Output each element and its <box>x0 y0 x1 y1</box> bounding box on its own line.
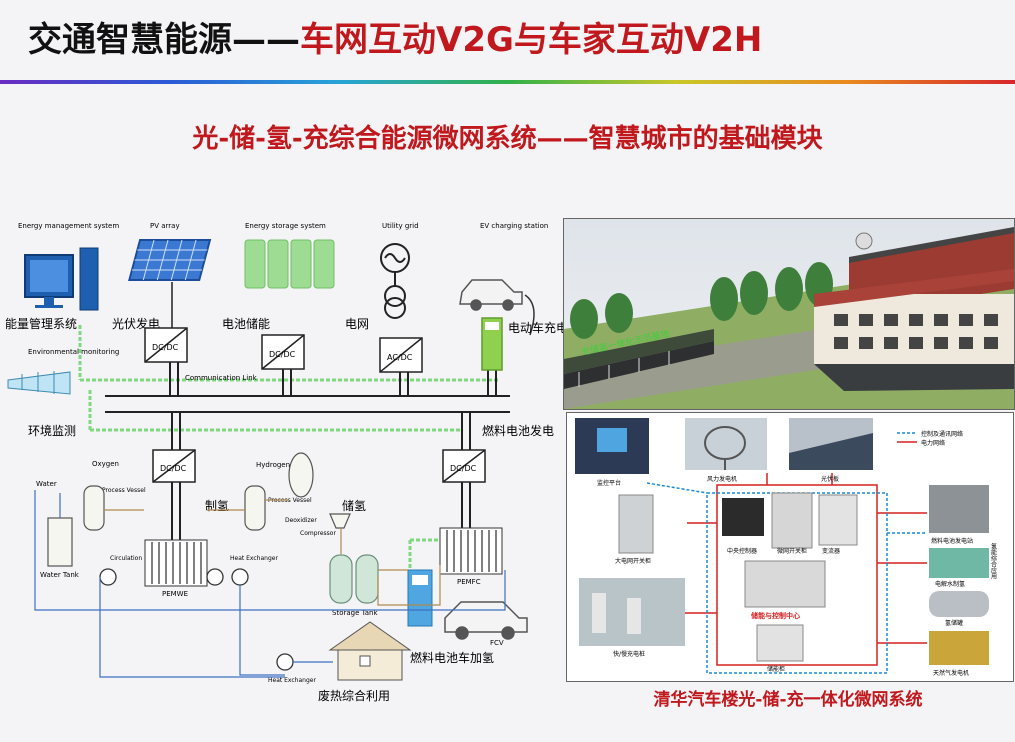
process-vessel-1 <box>83 485 105 531</box>
legend-power: 电力网络 <box>921 439 945 447</box>
storage-label: Storage Tank <box>332 609 378 617</box>
grid-transformer-icon <box>380 243 410 319</box>
process2-label: Process Vessel <box>268 497 312 504</box>
building <box>814 227 1014 391</box>
grid-cabinet-photo <box>618 494 654 554</box>
electro-label: 电解水制氢 <box>935 580 965 588</box>
rainbow-divider <box>0 80 1015 84</box>
gas-gen-photo <box>929 631 989 665</box>
water-label: Water <box>36 480 57 488</box>
fc-gen-label: 燃料电池发电站 <box>931 537 973 545</box>
gas-pipes <box>104 499 441 606</box>
legend-comm: 控制及通讯网络 <box>921 430 963 438</box>
env-label: Environmental monitoring <box>28 348 119 356</box>
ems-label: Energy management system <box>18 222 119 230</box>
h2make-cn-label: 制氢 <box>205 498 229 513</box>
monitor-photo <box>575 418 649 474</box>
pemwe-converter-label: DC/DC <box>160 464 187 473</box>
collage-caption: 清华汽车楼光-储-充一体化微网系统 <box>653 690 923 710</box>
heat-ex2-label: Heat Exchanger <box>268 677 316 684</box>
compressor <box>329 513 351 529</box>
page-title-red: 车网互动V2G与车家互动V2H <box>300 20 763 60</box>
conv-label: 变流器 <box>822 547 840 555</box>
water-tank-label: Water Tank <box>40 571 80 579</box>
h2fuel-cn-label: 燃料电池车加氢 <box>410 650 494 665</box>
page-title: 交通智慧能源——车网互动V2G与车家互动V2H <box>28 12 762 61</box>
compressor-label: Compressor <box>300 530 336 537</box>
pv-panel-label: 光伏板 <box>821 475 839 483</box>
pemwe-stack <box>144 539 208 587</box>
heat-ex1-label: Heat Exchanger <box>230 555 278 562</box>
env-cn-label: 环境监测 <box>28 423 76 438</box>
house-icon <box>328 621 412 681</box>
fc-cn-label: 燃料电池发电 <box>482 423 554 438</box>
ev-charger-icon <box>481 317 503 371</box>
grid-cn-label: 电网 <box>345 317 369 331</box>
building-rendering-art: 光储氢一体化示范基地 <box>564 219 1014 409</box>
center-label: 储能与控制中心 <box>750 611 800 620</box>
ess-cn-label: 电池储能 <box>222 316 270 331</box>
page-subtitle: 光-储-氢-充综合能源微网系统——智慧城市的基础模块 <box>192 124 823 154</box>
pemfc-stack <box>439 527 503 575</box>
fc-station-photo <box>929 485 989 533</box>
ess-converter-label: DC/DC <box>269 350 296 359</box>
micro-label: 微网开关柜 <box>777 547 807 555</box>
grid-cab-label: 大电网开关柜 <box>615 557 651 565</box>
pv-converter-label: DC/DC <box>152 343 179 352</box>
pemfc-converter-label: DC/DC <box>450 464 477 473</box>
building-rendering: 光储氢一体化示范基地 <box>563 218 1015 410</box>
ess-label: Energy storage system <box>245 222 326 230</box>
h2-tank-label: 氢储罐 <box>945 619 963 627</box>
pv-label: PV array <box>150 222 180 230</box>
grid-converter-label: AC/DC <box>387 353 413 362</box>
storage-cabinet-photo <box>756 624 804 662</box>
ev-label: EV charging station <box>480 222 548 230</box>
computer-icon <box>24 247 99 311</box>
wind-photo <box>685 418 767 470</box>
pemwe-label: PEMWE <box>162 590 188 598</box>
grid-label: Utility grid <box>382 222 419 230</box>
center-photo <box>744 560 826 608</box>
microgrid-photo-collage: 控制及通讯网络 电力网络 监控平台 风力发电机 <box>566 412 1014 682</box>
heat-cn-label: 废热综合利用 <box>318 688 390 703</box>
fcv-label: FCV <box>490 639 504 647</box>
deoxidizer-label: Deoxidizer <box>285 517 317 524</box>
pemfc-label: PEMFC <box>457 578 481 586</box>
charger-label: 快/慢充电桩 <box>613 650 645 658</box>
microgrid-schematic: Energy management system PV array Energy… <box>5 222 565 703</box>
h2store-cn-label: 储氢 <box>342 498 366 513</box>
car-icon <box>459 279 523 311</box>
wind-label: 风力发电机 <box>707 475 737 483</box>
comm-label: Communication Link <box>185 374 258 382</box>
page-title-black: 交通智慧能源—— <box>28 20 300 60</box>
oxygen-label: Oxygen <box>92 460 119 468</box>
windsock-icon <box>7 371 71 395</box>
controller-photo <box>722 492 858 549</box>
charger-photo <box>579 578 685 646</box>
battery-icon <box>244 239 335 289</box>
circ-pump-label: Circulation Pump <box>110 555 161 562</box>
process1-label: Process Vessel <box>102 487 146 494</box>
monitor-label: 监控平台 <box>597 479 621 487</box>
side-label: 氢能综合应用 <box>990 542 997 580</box>
storage-tank-icon <box>329 554 379 604</box>
electro-photo <box>929 548 989 578</box>
h2-dispenser-icon <box>407 569 433 627</box>
ev-cn-label: 电动车充电 <box>508 320 565 335</box>
solar-panel-icon <box>128 239 212 281</box>
h2-tank-photo <box>929 591 989 617</box>
fcv-car-icon <box>444 601 528 640</box>
storage-label-photo: 储能柜 <box>767 665 785 673</box>
gas-label: 天然气发电机 <box>933 669 969 677</box>
ctrl-label: 中央控制器 <box>727 547 757 555</box>
ems-cn-label: 能量管理系统 <box>5 316 77 331</box>
water-tank <box>47 517 73 567</box>
pv-photo <box>789 418 873 470</box>
deoxidizer <box>288 452 314 498</box>
power-network <box>682 473 927 666</box>
water-pipes <box>34 490 506 678</box>
pump-icons <box>99 568 294 671</box>
hydrogen-label: Hydrogen <box>256 461 290 469</box>
process-vessel-2 <box>244 485 266 531</box>
